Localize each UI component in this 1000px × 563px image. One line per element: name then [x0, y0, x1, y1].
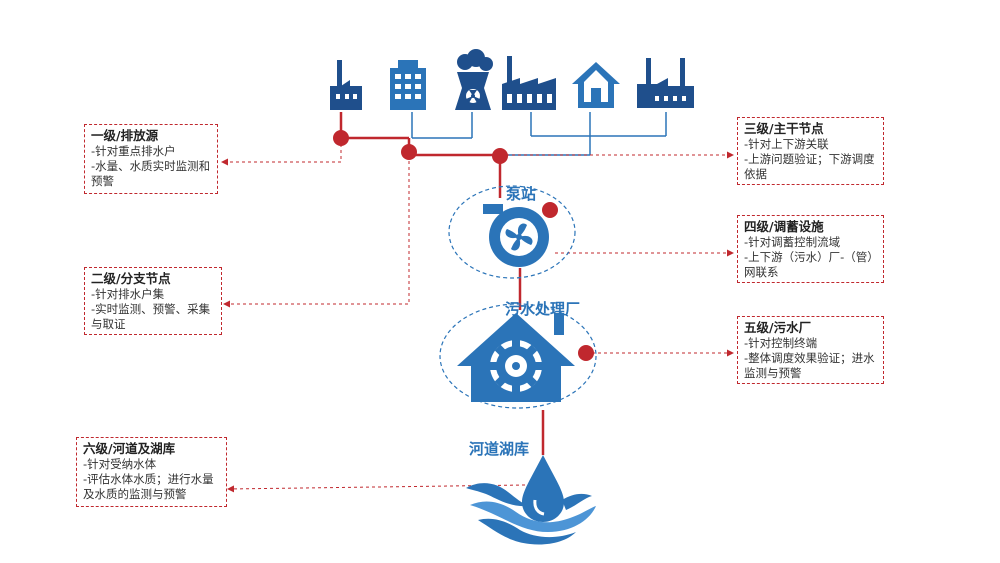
level4-line: -针对调蓄控制流域 — [744, 235, 841, 249]
house-icon — [572, 62, 620, 108]
level5-title: 五级/污水厂 — [744, 320, 812, 335]
icon-connector-lines — [411, 112, 667, 156]
level4-title: 四级/调蓄设施 — [744, 219, 824, 234]
level1-line: -针对重点排水户 — [91, 144, 176, 158]
level2-line: -针对排水户集 — [91, 287, 165, 301]
level6-line: -评估水体水质；进行水量及水质的监测与预警 — [83, 472, 214, 501]
level2-box: 二级/分支节点 -针对排水户集 -实时监测、预警、采集与取证 — [84, 267, 222, 335]
factory-icon — [637, 58, 694, 108]
level2-title: 二级/分支节点 — [91, 271, 171, 286]
level3-line: -上游问题验证；下游调度依据 — [744, 152, 875, 181]
monitoring-points — [333, 130, 594, 361]
level5-line: -针对控制终端 — [744, 336, 818, 350]
factory-icon — [330, 60, 362, 110]
level4-line: -上下游（污水）厂-（管）网联系 — [744, 250, 874, 279]
level3-box: 三级/主干节点 -针对上下游关联 -上游问题验证；下游调度依据 — [737, 117, 884, 185]
level1-box: 一级/排放源 -针对重点排水户 -水量、水质实时监测和预警 — [84, 124, 218, 194]
treatment-plant-label: 污水处理厂 — [505, 300, 581, 318]
level6-line: -针对受纳水体 — [83, 457, 157, 471]
water-drop-waves-icon — [466, 455, 596, 545]
pointer-lines — [221, 138, 734, 493]
level1-title: 一级/排放源 — [91, 128, 159, 143]
level5-line: -整体调度效果验证；进水监测与预警 — [744, 351, 875, 380]
fan-icon — [505, 223, 533, 251]
level3-title: 三级/主干节点 — [744, 121, 824, 136]
level4-box: 四级/调蓄设施 -针对调蓄控制流域 -上下游（污水）厂-（管）网联系 — [737, 215, 884, 283]
level1-line: -水量、水质实时监测和预警 — [91, 159, 211, 188]
main-pipe — [339, 112, 545, 455]
industrial-plant-icon — [502, 56, 556, 110]
level3-line: -针对上下游关联 — [744, 137, 829, 151]
level5-box: 五级/污水厂 -针对控制终端 -整体调度效果验证；进水监测与预警 — [737, 316, 884, 384]
river-lake-label: 河道湖库 — [469, 440, 530, 458]
level6-title: 六级/河道及湖库 — [83, 441, 176, 456]
nuclear-plant-icon — [455, 49, 493, 110]
level6-box: 六级/河道及湖库 -针对受纳水体 -评估水体水质；进行水量及水质的监测与预警 — [76, 437, 227, 507]
office-building-icon — [390, 60, 426, 110]
pump-station — [448, 185, 576, 279]
level2-line: -实时监测、预警、采集与取证 — [91, 302, 211, 331]
treatment-plant — [439, 303, 597, 409]
pump-station-label: 泵站 — [506, 185, 537, 203]
